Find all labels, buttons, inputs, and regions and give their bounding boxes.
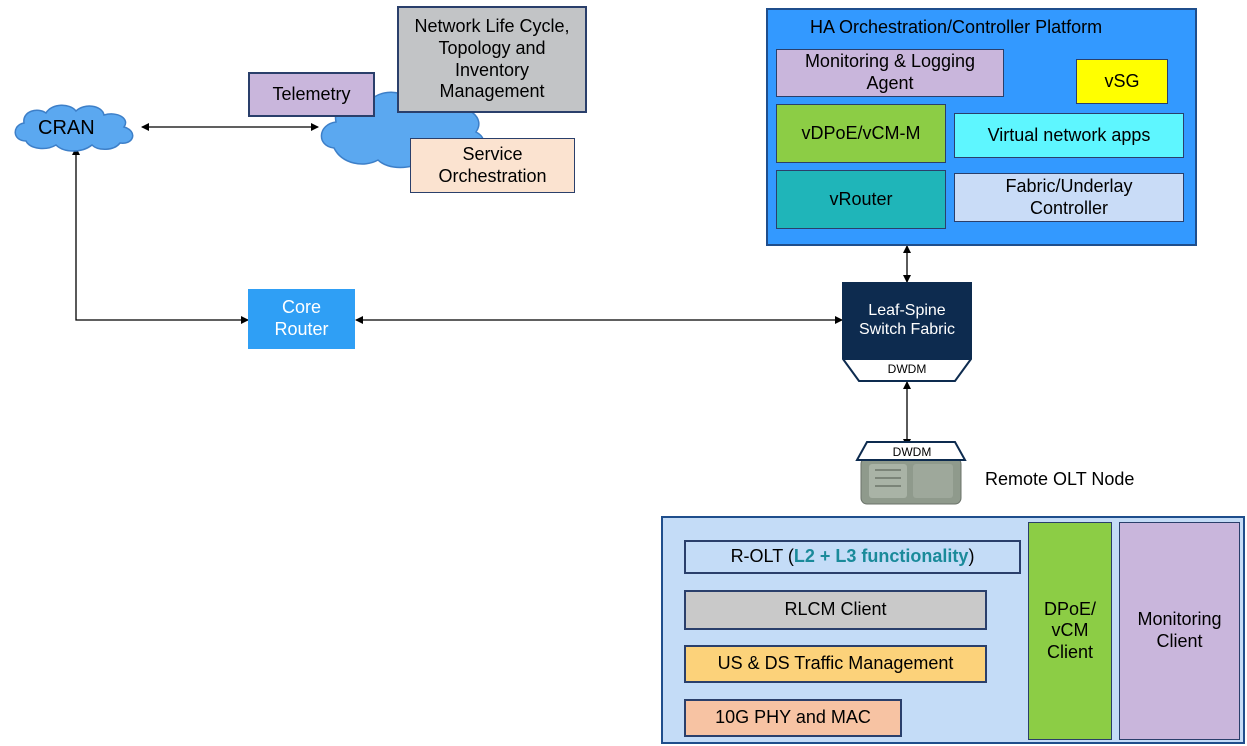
vdpoe-vcm-m-box: vDPoE/vCM-M bbox=[776, 104, 946, 163]
telemetry-box: Telemetry bbox=[248, 72, 375, 117]
olt-dwdm-label: DWDM bbox=[892, 445, 932, 459]
leaf-spine-fabric-box: Leaf-Spine Switch Fabric bbox=[842, 282, 972, 358]
service-orchestration-box: Service Orchestration bbox=[410, 138, 575, 193]
fabric-dwdm-label: DWDM bbox=[887, 362, 927, 376]
core-router-box: Core Router bbox=[248, 289, 355, 349]
r-olt-highlight: L2 + L3 functionality bbox=[793, 546, 969, 567]
rlcm-client-box: RLCM Client bbox=[684, 590, 987, 630]
dpoe-vcm-client-box: DPoE/ vCM Client bbox=[1028, 522, 1112, 740]
vsg-box: vSG bbox=[1076, 59, 1168, 104]
virtual-network-apps-box: Virtual network apps bbox=[954, 113, 1184, 158]
traffic-management-box: US & DS Traffic Management bbox=[684, 645, 987, 683]
remote-olt-node-icon bbox=[855, 441, 967, 505]
vrouter-box: vRouter bbox=[776, 170, 946, 229]
monitoring-logging-agent-box: Monitoring & Logging Agent bbox=[776, 49, 1004, 97]
ha-platform-title: HA Orchestration/Controller Platform bbox=[810, 17, 1103, 37]
fabric-underlay-controller-box: Fabric/Underlay Controller bbox=[954, 173, 1184, 222]
remote-olt-node-label: Remote OLT Node bbox=[985, 469, 1135, 489]
r-olt-prefix: R-OLT ( bbox=[730, 546, 794, 567]
cran-cloud-icon bbox=[14, 104, 134, 152]
cran-to-core-router-link bbox=[72, 147, 249, 324]
phy-mac-box: 10G PHY and MAC bbox=[684, 699, 902, 737]
cran-label: CRAN bbox=[38, 117, 95, 139]
r-olt-suffix: ) bbox=[968, 546, 975, 567]
r-olt-box: R-OLT (L2 + L3 functionality) bbox=[684, 540, 1021, 574]
monitoring-client-box: Monitoring Client bbox=[1119, 522, 1240, 740]
network-lifecycle-box: Network Life Cycle, Topology and Invento… bbox=[397, 6, 587, 113]
fabric-dwdm-icon bbox=[842, 358, 972, 382]
